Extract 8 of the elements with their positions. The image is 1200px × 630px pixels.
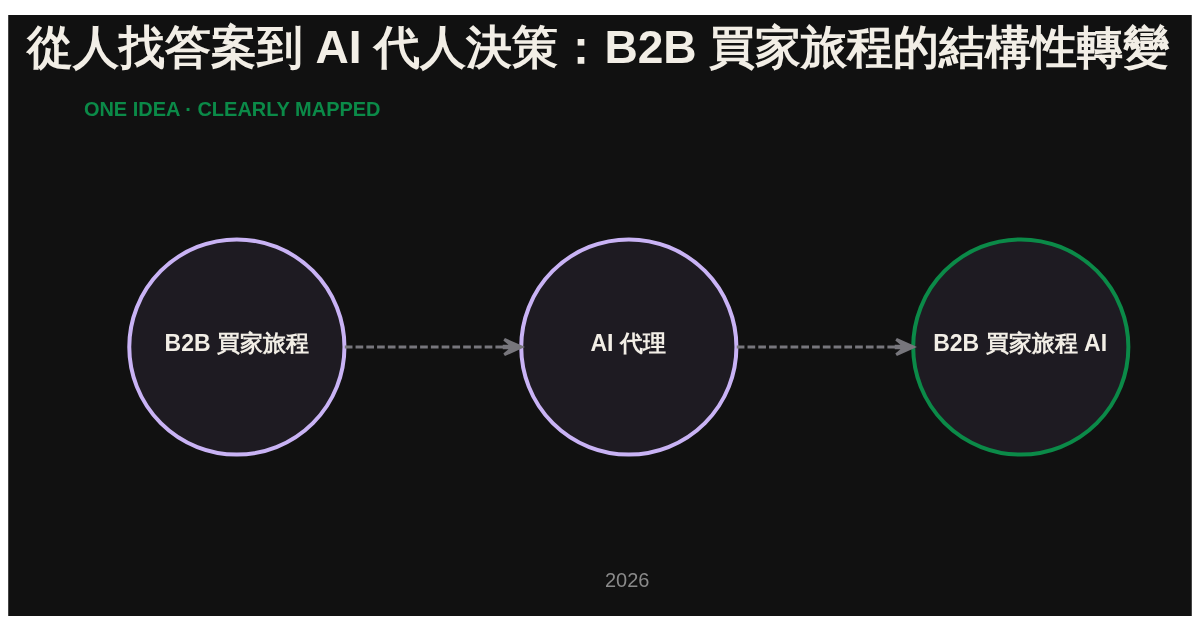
arrow (344, 337, 523, 356)
diagram-title: 從人找答案到 AI 代人決策：B2B 買家旅程的結構性轉變 (26, 20, 1170, 73)
arrow (736, 337, 915, 356)
node-circle: AI 代理 (519, 236, 739, 457)
node-circle: B2B 買家旅程 AI (911, 236, 1131, 457)
node-circle: B2B 買家旅程 (127, 236, 347, 457)
label: 2026 (605, 568, 650, 591)
label: ONE IDEA · CLEARLY MAPPED (83, 97, 381, 120)
